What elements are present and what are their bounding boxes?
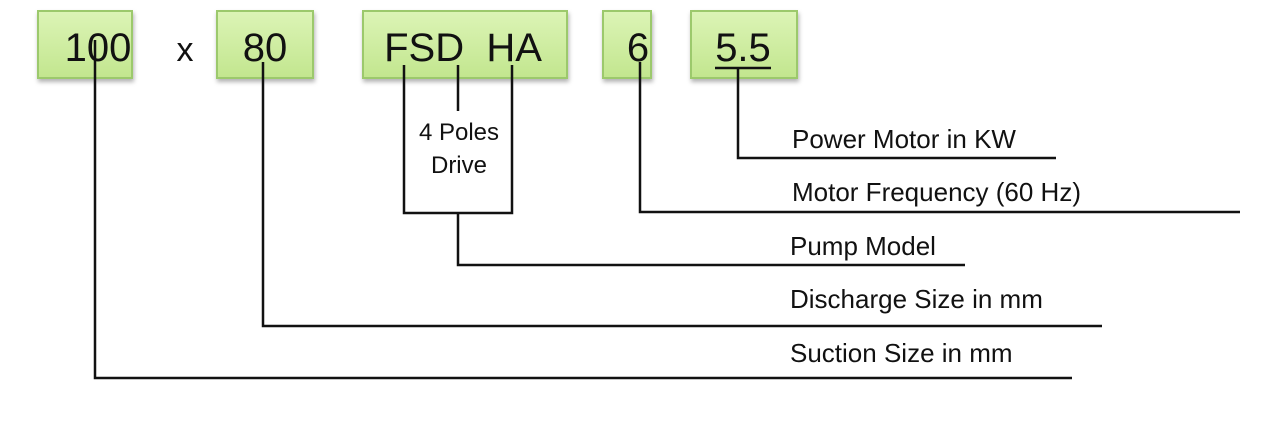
model-leader-line [456,213,965,267]
frequency-leader-line [638,62,1240,214]
poles-label-line1: 4 Poles [419,119,499,146]
discharge-code-box [216,10,314,79]
discharge-leader-line [261,62,1102,328]
poles-label-line2: Drive [431,152,487,179]
discharge-code: 80 [243,26,288,70]
model-code-box [362,10,568,79]
frequency-code-box [602,10,652,79]
suction-leader-line [93,40,1072,380]
suction-code: 100 [65,26,132,70]
discharge-label: Discharge Size in mm [790,284,1043,314]
suction-code-box [37,10,133,79]
model-code: FSD HA [384,26,542,70]
power-leader-line [736,68,1056,160]
separator-x: x [177,31,194,69]
model-label: Pump Model [790,231,936,261]
frequency-label: Motor Frequency (60 Hz) [792,177,1081,207]
suction-label: Suction Size in mm [790,338,1013,368]
power-label: Power Motor in KW [792,124,1016,154]
frequency-code: 6 [627,26,649,70]
power-code: 5.5 [715,26,771,70]
